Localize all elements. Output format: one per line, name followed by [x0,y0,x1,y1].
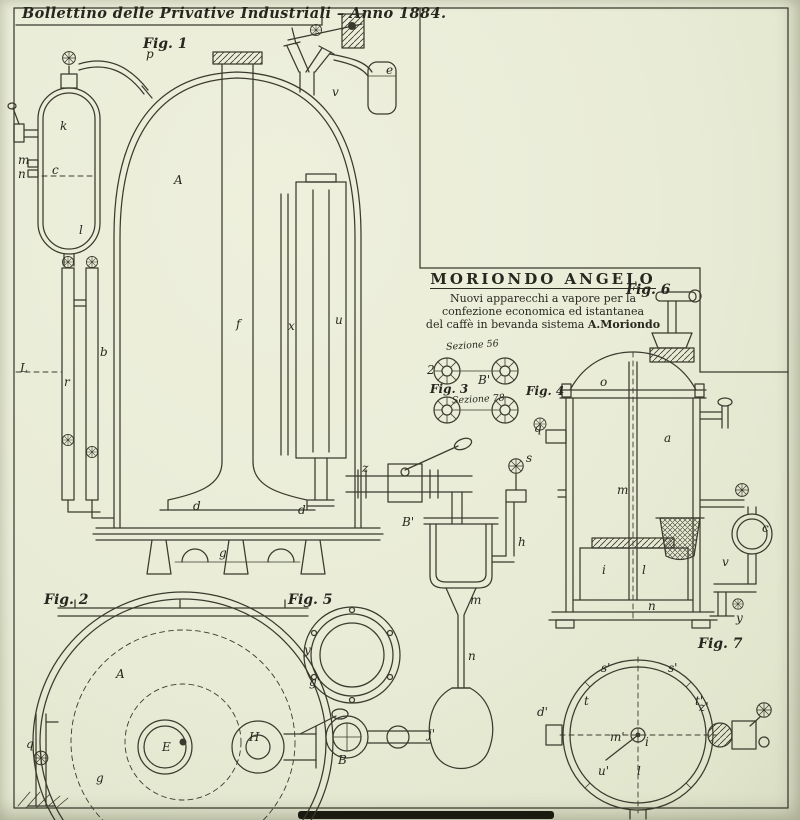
part-label: q [26,737,34,751]
part-label: l [637,764,641,778]
part-label: A [173,173,183,187]
fig4-caption: Fig. 4 [526,384,565,398]
header-text: Bollettino delle Privative Industriali –… [22,5,447,22]
part-label: m [617,483,628,497]
fig5-caption: Fig. 5 [288,592,333,608]
title-line-3b: A.Moriondo [587,318,661,331]
fig2-caption: Fig. 2 [44,592,89,608]
part-label: n [18,167,26,181]
fig1-gauge-column [280,173,347,507]
part-label: l [642,563,646,577]
fig7-drawing [545,656,772,820]
part-label: L [19,361,28,375]
part-label: h [518,535,526,549]
part-label: u' [598,764,609,778]
part-label: f [235,317,243,331]
inventor-name: MORIONDO ANGELO [430,270,656,289]
part-label: a [664,431,671,445]
fig1-gauge-tubes [15,255,115,519]
title-line-3a: del caffè in bevanda sistema [425,318,588,331]
part-label: B' [477,373,490,387]
fig1-side-vessel [7,51,153,267]
part-label: o [600,375,607,389]
part-label: d' [537,705,548,719]
part-label: d [298,503,306,517]
part-label: s' [668,661,677,675]
part-label: e [386,63,393,77]
part-label: p [146,47,154,61]
fig3-fig4-sections [433,357,519,424]
part-label: y [735,611,743,625]
part-label: v [722,555,729,569]
fig1-cup-and-carafe [423,517,499,770]
part-label: s' [601,661,610,675]
part-label: B' [401,515,414,529]
part-label: c [762,521,769,535]
part-label: m' [610,730,625,744]
part-label: x [288,319,295,333]
part-label: i [602,563,606,577]
fig6-caption: Fig. 6 [626,282,671,298]
part-label: g [219,546,227,560]
fig3-caption: Fig. 3 [430,382,469,396]
fig1-safety-valve [283,13,397,115]
fig6-drawing [533,289,773,629]
part-label: n [468,649,476,663]
fig1-dispense-valve [345,437,527,563]
part-label: b [100,345,108,359]
part-label: k [60,119,67,133]
part-label: g' [309,675,320,689]
part-label: m [470,593,481,607]
part-label: E [161,740,171,754]
fig1-drawing [7,13,527,770]
part-label: q [534,421,542,435]
part-label: H [248,730,260,744]
page-header: Bollettino delle Privative Industriali –… [22,5,446,22]
fig7-caption: Fig. 7 [698,636,743,652]
part-label: r [64,375,71,389]
part-label: B [337,753,347,767]
part-label: z [361,461,369,475]
title-block: MORIONDO ANGELO Nuovi apparecchi a vapor… [420,270,666,332]
part-label: d [193,499,201,513]
fig1-caption: Fig. 1 [143,36,188,52]
title-line-1: Nuovi apparecchi a vapore per la [449,292,637,305]
part-label: l [79,223,83,237]
part-label: j' [425,727,435,741]
part-label: t [584,694,589,708]
part-label: t' [695,694,703,708]
part-label: g [96,771,104,785]
fig2-drawing [27,591,349,820]
fig5-drawing [303,606,431,759]
part-label: s [526,451,532,465]
part-label: v [332,85,339,99]
part-label: y [303,643,311,657]
part-label: n [648,599,656,613]
title-line-2: confezione economica ed istantanea [441,305,645,318]
part-label: i [645,735,649,749]
part-label: 2 [426,363,435,377]
title-line-3: del caffè in bevanda sistema A.Moriondo [420,318,666,331]
fig1-boiler-dome [92,51,384,575]
page-frame [13,7,789,819]
part-label: u [335,313,343,327]
part-label: m [18,153,29,167]
part-label: z' [698,700,709,714]
part-label: c [52,163,59,177]
part-label: A [115,667,125,681]
